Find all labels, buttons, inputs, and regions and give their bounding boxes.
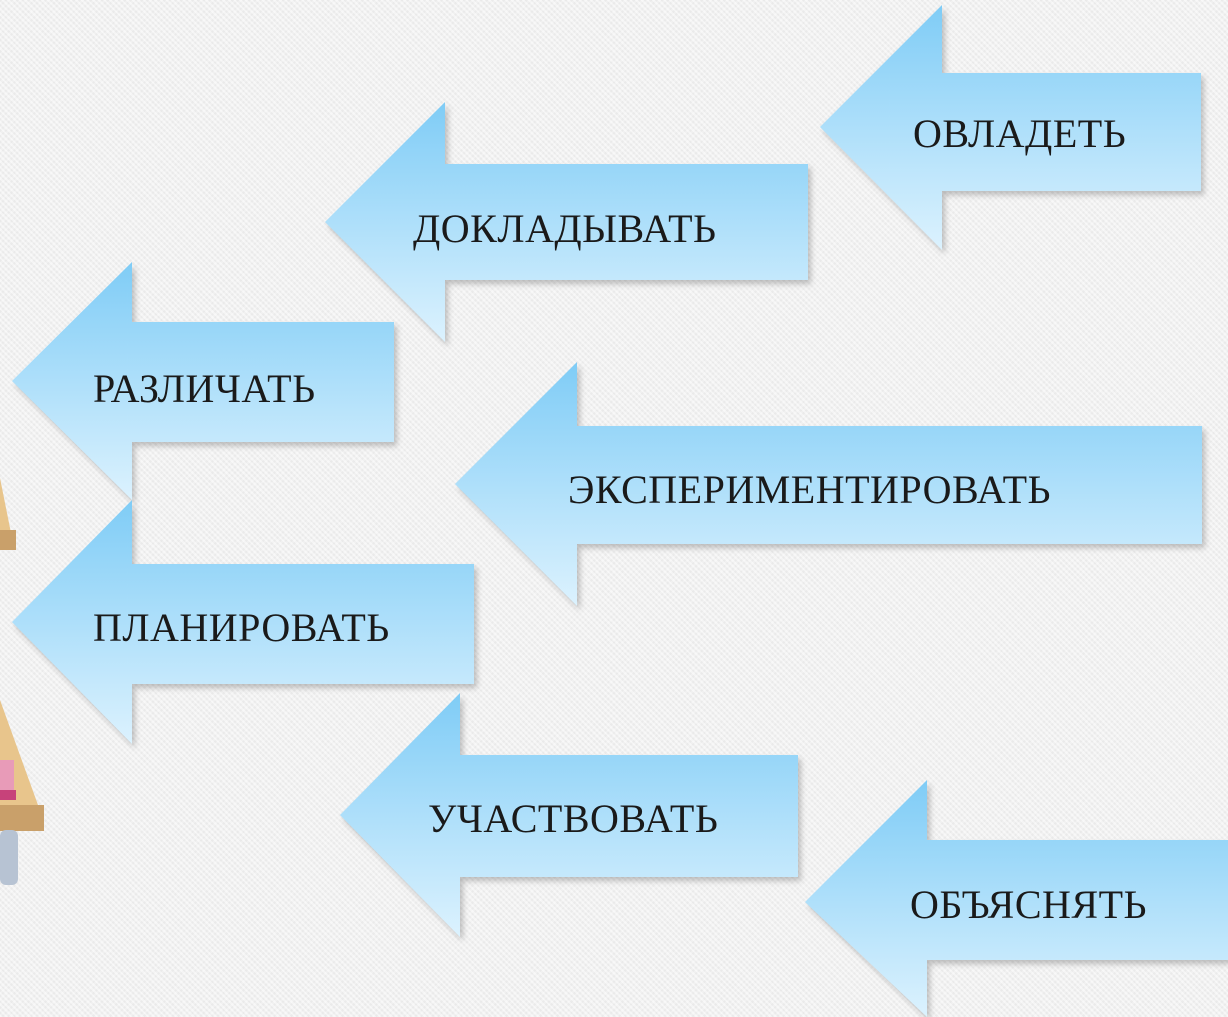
arrow-eksperimentirovat: [455, 362, 1202, 606]
arrow-label-obyasnyat: ОБЪЯСНЯТЬ: [910, 882, 1147, 927]
arrow-label-eksperimentirovat: ЭКСПЕРИМЕНТИРОВАТЬ: [568, 467, 1051, 512]
arrow-label-ovladet: ОВЛАДЕТЬ: [913, 111, 1127, 156]
arrow-uchastvovat: [340, 693, 798, 937]
arrow-planirovat: [12, 500, 474, 744]
building-blocks-clipart: [0, 478, 44, 885]
blocks-shelf-bottom: [0, 700, 44, 885]
arrow-label-dokladyvat: ДОКЛАДЫВАТЬ: [413, 206, 717, 251]
arrow-ovladet: [820, 5, 1201, 250]
arrow-obyasnyat: [805, 780, 1228, 1017]
arrow-label-razlichat: РАЗЛИЧАТЬ: [93, 366, 316, 411]
arrow-dokladyvat: [325, 102, 808, 342]
blocks-shelf-top: [0, 478, 16, 550]
arrow-razlichat: [12, 262, 394, 500]
arrow-label-planirovat: ПЛАНИРОВАТЬ: [93, 605, 390, 650]
arrow-label-uchastvovat: УЧАСТВОВАТЬ: [428, 796, 719, 841]
